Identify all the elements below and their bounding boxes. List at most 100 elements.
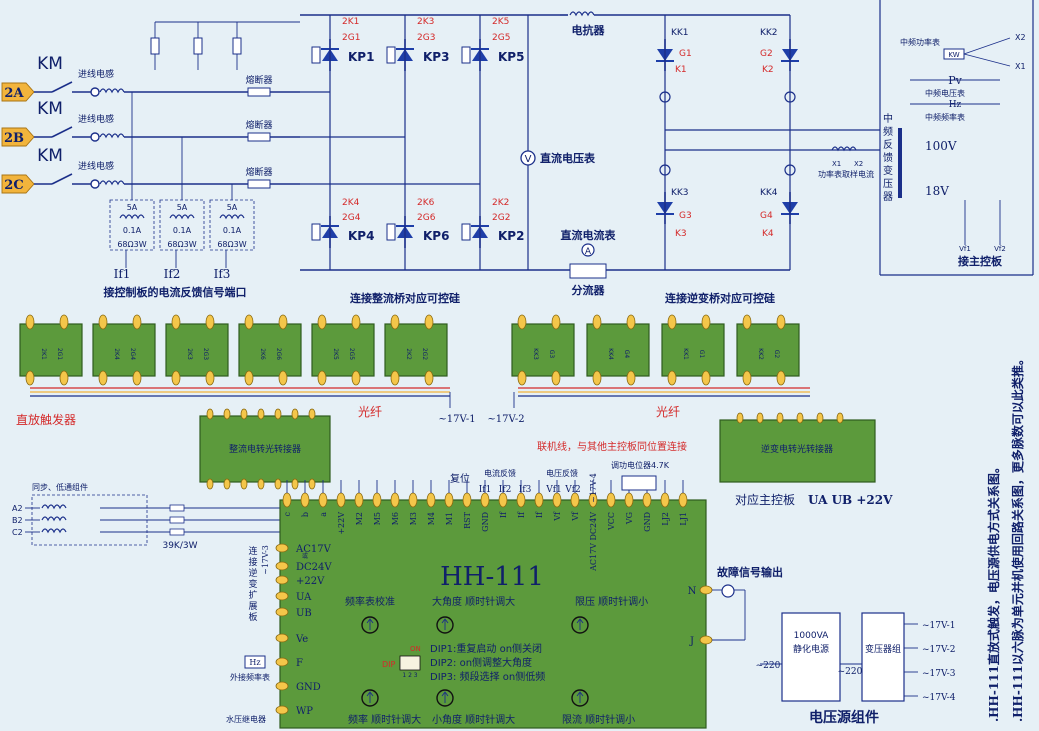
- pot-arrow-head: [441, 691, 449, 697]
- trigger-board: [661, 323, 725, 377]
- x1-label: X1: [1015, 62, 1026, 71]
- scr-name: KP6: [423, 229, 449, 243]
- scr-snubber: [311, 46, 321, 64]
- board-pin: [551, 370, 561, 386]
- inv-k-label: K1: [675, 65, 687, 75]
- top-pin: [426, 492, 436, 508]
- km-label: KM: [37, 99, 63, 119]
- pot-freq-cal: [361, 616, 379, 634]
- scr-snubber: [461, 46, 471, 64]
- board-pin: [701, 370, 711, 386]
- board-pin: [244, 314, 254, 330]
- board-pin: [132, 370, 142, 386]
- inv-g-label: G4: [760, 211, 773, 221]
- conv-pin: [736, 412, 744, 424]
- sample-label: 功率表取样电流: [818, 169, 874, 179]
- transformer-char: 反: [883, 139, 893, 151]
- board-pin: [98, 370, 108, 386]
- scr-name: KP2: [498, 229, 524, 243]
- main-board-label: 对应主控板: [735, 492, 795, 507]
- pot-big-angle: [436, 616, 454, 634]
- conv-pin: [257, 478, 265, 490]
- scr-name: KP4: [348, 229, 374, 243]
- meter-group: 中频功率表KWX2X1Pv中频电压表Hz中频频率表中频反馈变压器100V18VX…: [818, 0, 1034, 276]
- if-label: If3: [214, 267, 231, 281]
- fault-pin-j: [699, 635, 713, 645]
- ct-resistor: 68Ω3W: [217, 240, 246, 249]
- inductor-coil: [99, 88, 125, 93]
- top-pin: [408, 492, 418, 508]
- sync-title: 同步、低通组件: [32, 482, 88, 492]
- to-main-label: 接主控板: [958, 254, 1003, 268]
- conv-pin: [776, 412, 784, 424]
- shunt: [569, 263, 607, 279]
- trigger-board: [311, 323, 375, 377]
- sync-phase-label: C2: [12, 528, 23, 537]
- board-pin: [317, 370, 327, 386]
- v220-a: ~220: [756, 661, 781, 671]
- transformer-char: 变: [883, 164, 893, 177]
- inductor-label: 进线电感: [78, 113, 114, 125]
- pot-freq: [361, 689, 379, 707]
- left-pin-label: +22V: [296, 576, 325, 587]
- inv-kk-label: KK4: [760, 188, 778, 198]
- board-g: 2G5: [348, 348, 355, 360]
- phase-tag: [1, 174, 35, 194]
- board-pin: [25, 370, 35, 386]
- conv-pin: [756, 412, 764, 424]
- ammeter: [581, 243, 595, 257]
- meter-voltage-label: 中频电压表: [925, 88, 965, 98]
- transformer-char: 馈: [883, 151, 893, 164]
- input-phase-group: 2AKM进线电感熔断器2BKM进线电感熔断器2CKM进线电感熔断器5A0.1A6…: [1, 21, 300, 299]
- water-label: 水压继电器: [226, 714, 266, 724]
- top-pin: [354, 492, 364, 508]
- board-g: 2G1: [56, 348, 63, 360]
- ct-rating: 0.1A: [123, 226, 142, 235]
- inductor-coil: [99, 180, 125, 185]
- top-pin-label: b: [301, 512, 310, 517]
- side-char: 逆: [248, 567, 257, 579]
- contactor-switch: [51, 173, 73, 185]
- link-label: 联机线，与其他主控板同位置连接: [537, 440, 687, 453]
- conv-pin: [308, 478, 316, 490]
- transformer-core: [898, 128, 902, 198]
- pot-arrow-head: [576, 691, 584, 697]
- top-pin-label: GND: [643, 512, 652, 532]
- ct-resistor: 68Ω3W: [167, 240, 196, 249]
- v17-2-label: ~17V-2: [487, 414, 524, 425]
- scr-g-label: 2G4: [342, 213, 361, 223]
- fiber-label: 光纤: [656, 405, 680, 419]
- fuse: [247, 179, 271, 189]
- top-pin-label: VG: [625, 512, 634, 525]
- ammeter-label: 直流电流表: [561, 228, 617, 242]
- left-pin-label: UB: [296, 608, 312, 619]
- inductor-coil: [99, 133, 125, 138]
- board-pin: [98, 314, 108, 330]
- pot-arrow-head: [576, 618, 584, 624]
- scr-bottom: [470, 215, 490, 249]
- board-pin: [667, 314, 677, 330]
- v17-3-label: ~17V-3: [261, 545, 270, 575]
- left-pin: [275, 607, 289, 617]
- ct-resistor: 68Ω3W: [117, 240, 146, 249]
- ct-frame: [159, 199, 205, 251]
- left-pin: [275, 591, 289, 601]
- board-pin: [278, 370, 288, 386]
- direct-trigger-label: 直放触发器: [16, 412, 76, 427]
- voltmeter-label: 直流电压表: [540, 151, 596, 165]
- fault-pin-n: [699, 585, 713, 595]
- scr-snubber: [386, 46, 396, 64]
- transformer-box: [861, 612, 905, 702]
- fuse-label: 熔断器: [245, 166, 272, 178]
- board-k: KK2: [757, 348, 764, 360]
- terminal: [90, 87, 100, 97]
- board-k: KK4: [607, 348, 614, 360]
- pot-arrow-head: [366, 691, 374, 697]
- terminal: [90, 132, 100, 142]
- trigger-board: [19, 323, 83, 377]
- sample-x2: X2: [854, 160, 863, 168]
- trigger-board: [165, 323, 229, 377]
- adj-big: 大角度 顺时针调大: [432, 595, 515, 608]
